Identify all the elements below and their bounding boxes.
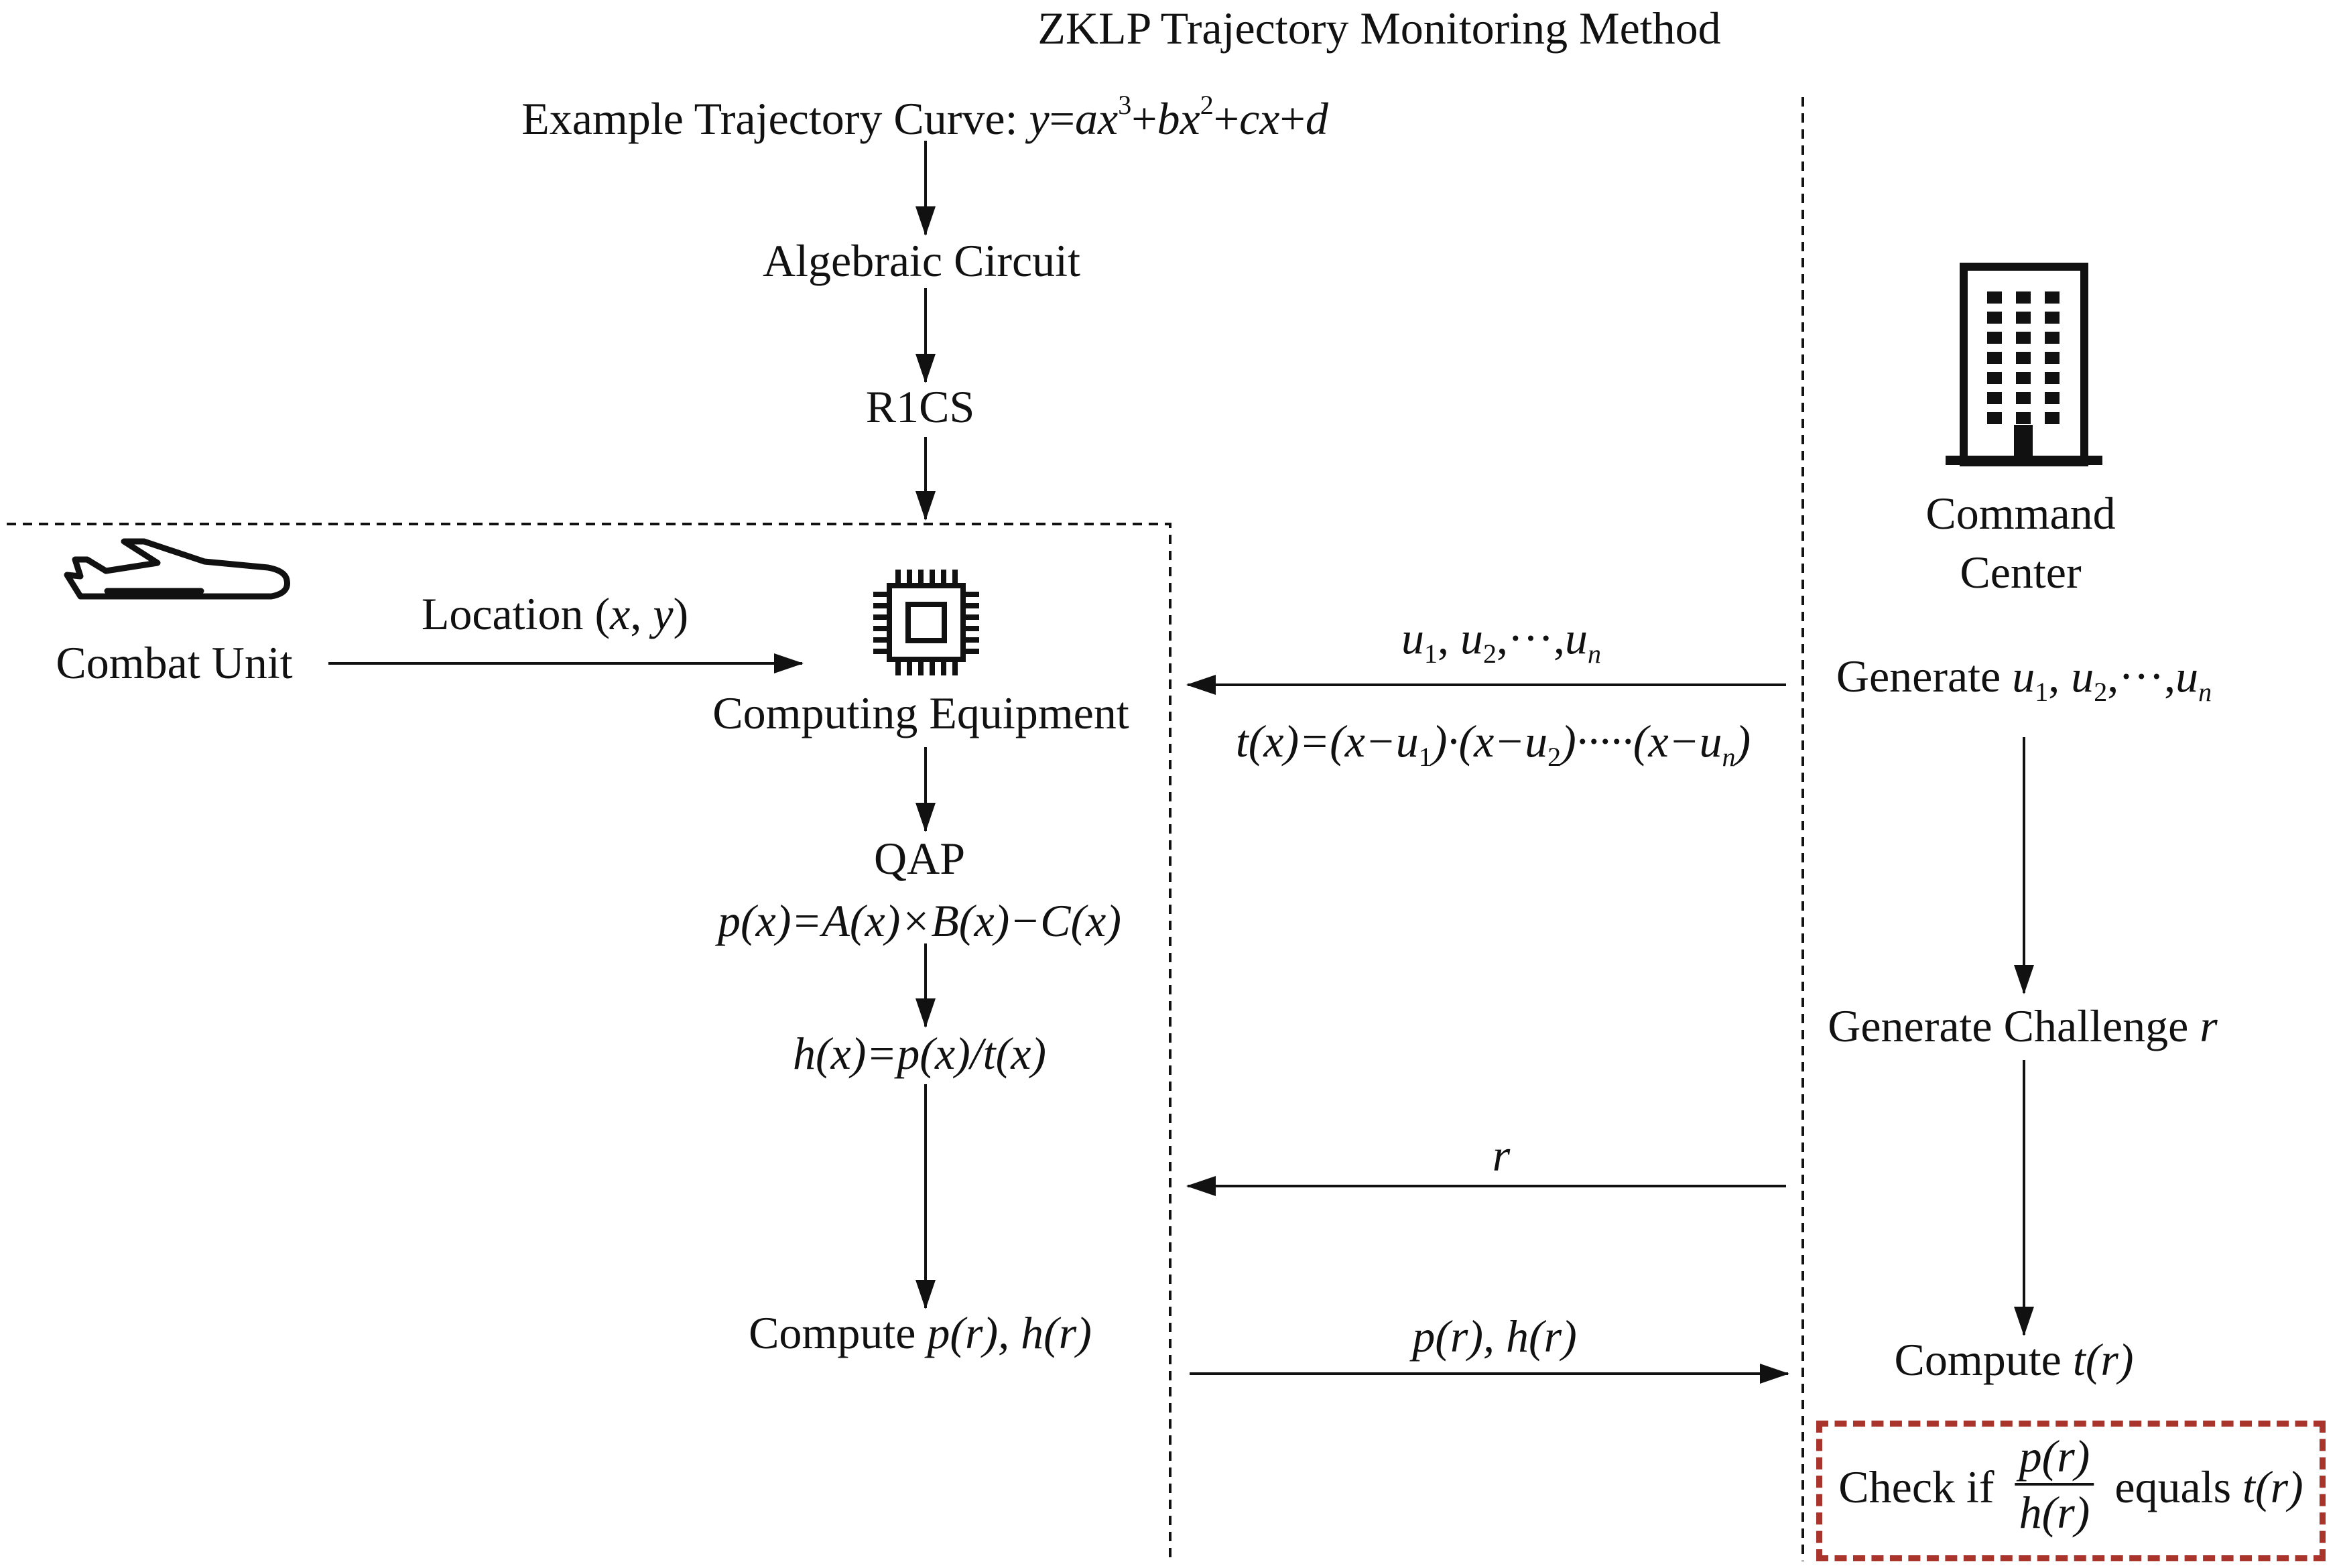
building-window <box>2016 291 2031 304</box>
check-box <box>1816 1421 2326 1561</box>
diagram-title: ZKLP Trajectory Monitoring Method <box>1037 3 1721 54</box>
building-window <box>1987 412 2002 424</box>
building-window <box>2045 392 2060 404</box>
building-window <box>2016 312 2031 324</box>
building-window <box>1987 392 2002 404</box>
check-fraction: p(r)h(r) <box>2015 1433 2094 1535</box>
u-sequence-message: u1, u2,···,un <box>1401 612 1601 669</box>
building-window <box>2016 332 2031 344</box>
building-window <box>1987 332 2002 344</box>
building-window <box>2045 332 2060 344</box>
example-curve-formula: y=ax3+bx2+cx+d <box>1029 90 1328 144</box>
compute-pr-hr-node: Compute p(r), h(r) <box>749 1307 1092 1358</box>
t-formula-message: t(x)=(x−u1)·(x−u2)·····(x−un) <box>1235 716 1751 772</box>
building-window <box>1987 312 2002 324</box>
r1cs-node: R1CS <box>865 381 975 432</box>
building-window <box>2045 372 2060 384</box>
algebraic-circuit-node: Algebraic Circuit <box>763 235 1080 286</box>
proof-message: p(r), h(r) <box>1412 1311 1577 1362</box>
qap-node: QAP <box>873 833 966 884</box>
compute-t-node: Compute t(r) <box>1894 1334 2134 1385</box>
qap-formula: p(x)=A(x)×B(x)−C(x) <box>718 895 1121 946</box>
chip-icon <box>873 570 979 675</box>
location-label: Location (x, y) <box>421 588 689 639</box>
generate-u-node: Generate u1, u2,···,un <box>1836 651 2212 707</box>
building-window <box>2045 412 2060 424</box>
challenge-r-message: r <box>1492 1130 1511 1181</box>
building-window <box>2045 312 2060 324</box>
building-window <box>1987 291 2002 304</box>
building-icon <box>1946 263 2102 466</box>
equipment-boundary <box>7 523 1172 1561</box>
combat-unit-node: Combat Unit <box>56 637 293 688</box>
check-statement: Check if p(r)h(r) equals t(r) <box>1838 1431 2303 1538</box>
h-formula: h(x)=p(x)/t(x) <box>792 1028 1047 1079</box>
generate-challenge-node: Generate Challenge r <box>1828 1000 2218 1051</box>
building-window <box>1987 352 2002 364</box>
example-curve-label: Example Trajectory Curve: y=ax3+bx2+cx+d <box>521 90 1328 144</box>
building-window <box>2016 372 2031 384</box>
airplane-icon <box>64 538 290 600</box>
computing-equipment-node: Computing Equipment <box>712 688 1129 738</box>
example-curve-prefix: Example Trajectory Curve: <box>521 93 1029 144</box>
building-window <box>2016 392 2031 404</box>
building-window <box>2016 352 2031 364</box>
building-window <box>2016 412 2031 424</box>
building-window <box>2045 291 2060 304</box>
building-window <box>2045 352 2060 364</box>
building-window <box>1987 372 2002 384</box>
